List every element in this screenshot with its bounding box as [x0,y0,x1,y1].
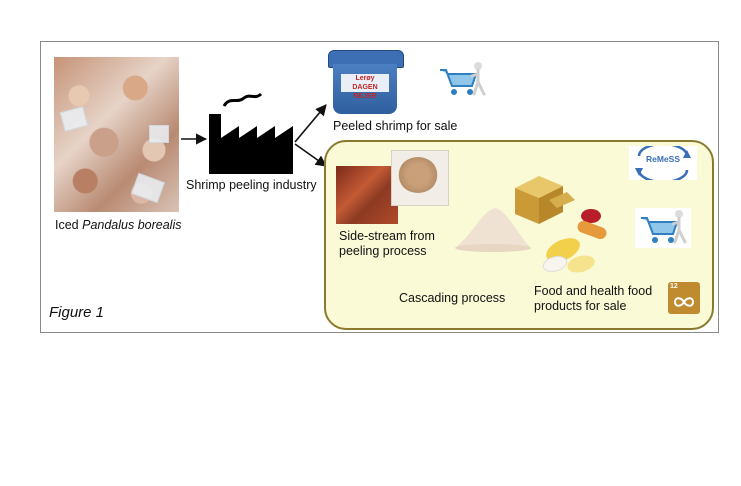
side-stream-label: Side-stream from peeling process [339,229,469,259]
shell-side-stream-photo [336,166,398,224]
remess-logo [629,146,697,180]
peeled-label: Peeled shrimp for sale [333,119,458,133]
cascading-label: Cascading process [399,291,506,305]
figure-frame: Iced Pandalus borealis Shrimp peeling in… [40,41,719,333]
bouillon-cubes [515,176,575,224]
food-line2: products for sale [534,299,627,313]
food-line1: Food and health food [534,284,653,298]
supplement-capsules [542,209,607,273]
species-name: Pandalus borealis [82,218,182,232]
side-stream-line2: peeling process [339,244,427,258]
shopping-cart-icon [434,60,490,100]
ice-chunk [149,125,169,143]
iced-shrimp-caption: Iced Pandalus borealis [55,218,195,233]
arrow-to-side-stream [294,143,327,167]
tub-brand: Lerøy [355,75,375,82]
factory-icon [209,92,293,174]
side-stream-line1: Side-stream from [339,229,435,243]
arrow-to-peeled [294,104,327,143]
remess-text: ReMeSS [645,154,680,164]
tub-text: DAGEN REJER [352,84,378,100]
shopping-cart-icon [635,208,691,248]
figure-label: Figure 1 [49,304,105,321]
sdg-12-icon: 12 [668,282,700,314]
iced-prefix: Iced [55,218,83,232]
food-products-label: Food and health food products for sale [534,284,674,314]
sdg-number: 12 [670,283,678,290]
shrimp-tub-label: Lerøy DAGEN REJER [341,74,389,100]
shrimp-broth-cup-photo [391,150,449,206]
flow-arrows [181,92,327,174]
iced-shrimp-photo [54,57,179,212]
industry-label: Shrimp peeling industry [186,178,317,192]
protein-powder-pile [455,208,531,252]
